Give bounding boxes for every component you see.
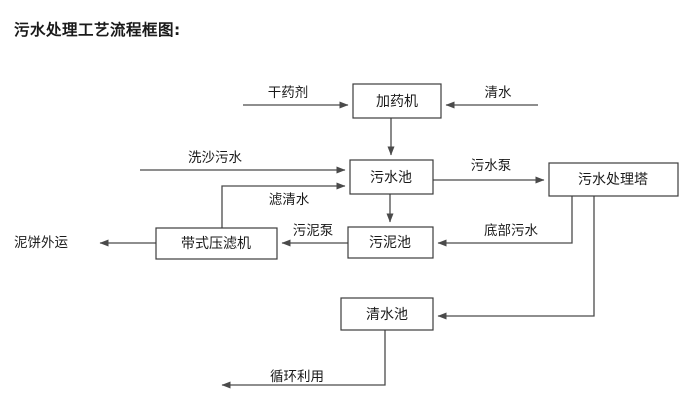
- node-belt-filter-press[interactable]: 带式压滤机: [155, 227, 278, 260]
- edge-label-sewage-pump: 污水泵: [471, 158, 512, 174]
- node-label-clean-water-pool: 清水池: [366, 307, 408, 323]
- page-title: 污水处理工艺流程框图:: [14, 21, 181, 39]
- edge-tower-to-sludge-pool: [437, 196, 573, 247]
- edge-label-recycle-use: 循环利用: [270, 369, 324, 385]
- node-label-sewage-pool: 污水池: [370, 170, 412, 186]
- terminal-label-mud-cake-export: 泥饼外运: [14, 235, 68, 251]
- node-label-dosing-machine: 加药机: [376, 94, 418, 110]
- edge-clean-water-pool-to-recycle: [221, 330, 386, 389]
- node-sewage-pool[interactable]: 污水池: [349, 159, 434, 195]
- edge-label-sand-wash-sewage: 洗沙污水: [188, 150, 242, 166]
- node-treatment-tower[interactable]: 污水处理塔: [548, 162, 679, 197]
- edge-tower-to-clean-water-pool: [437, 196, 595, 320]
- edge-filter-press-to-sewage-pool: [221, 182, 346, 228]
- node-clean-water-pool[interactable]: 清水池: [340, 297, 434, 331]
- node-sludge-pool[interactable]: 污泥池: [347, 226, 434, 259]
- node-label-belt-filter-press: 带式压滤机: [181, 236, 251, 252]
- node-label-sludge-pool: 污泥池: [369, 235, 411, 251]
- edge-label-dry-agent: 干药剂: [268, 85, 309, 101]
- edge-label-clean-water-in: 清水: [485, 85, 512, 101]
- edge-label-sludge-pump: 污泥泵: [293, 223, 334, 239]
- node-dosing-machine[interactable]: 加药机: [352, 83, 442, 119]
- edge-label-filtrate-water: 滤清水: [269, 192, 310, 208]
- edge-label-bottom-sewage: 底部污水: [484, 223, 538, 239]
- node-label-treatment-tower: 污水处理塔: [578, 172, 648, 188]
